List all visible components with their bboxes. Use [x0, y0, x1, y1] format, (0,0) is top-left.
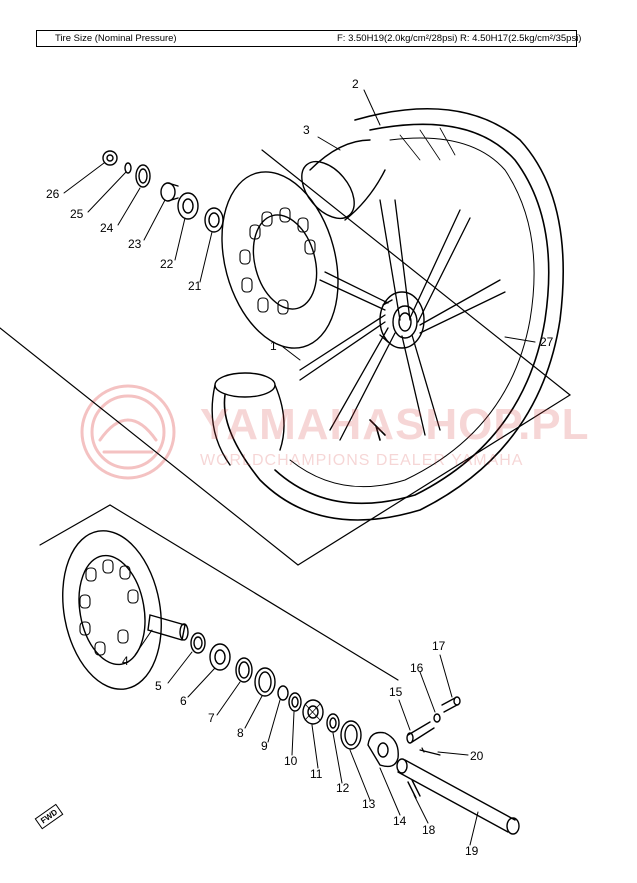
- part-6: [209, 643, 231, 671]
- brake-disc-plane-outline: [39, 504, 399, 681]
- part-label-2: 2: [352, 77, 359, 91]
- part-label-24: 24: [100, 221, 114, 235]
- part-11: [302, 699, 324, 725]
- wheel-plane-outline: [0, 149, 572, 566]
- bearing-21: [204, 207, 224, 233]
- washer-25: [124, 162, 132, 174]
- tire-cross-section-lower: [211, 372, 285, 466]
- spacer-23: [160, 182, 179, 202]
- tire-cross-section-upper: [301, 139, 386, 221]
- axle-19: [396, 758, 520, 835]
- part-label-27: 27: [540, 335, 554, 349]
- part-7: [235, 657, 253, 683]
- part-label-26: 26: [46, 187, 60, 201]
- brake-disc-lower: [62, 530, 162, 690]
- part-20: [419, 747, 441, 756]
- oil-seal-22: [177, 192, 199, 220]
- leader-lines: [63, 89, 536, 846]
- watermark-text: YAMAHASHOP.PL: [200, 400, 590, 449]
- part-label-1: 1: [270, 339, 277, 353]
- part-label-7: 7: [208, 711, 215, 725]
- tire-size-value: F: 3.50H19(2.0kg/cm²/28psi) R: 4.50H17(2…: [337, 33, 582, 44]
- part-17: [441, 696, 461, 713]
- part-label-12: 12: [336, 781, 350, 795]
- watermark-logo-icon: [80, 384, 176, 480]
- collar-4: [147, 614, 189, 641]
- small-parts: [406, 696, 461, 799]
- part-label-10: 10: [284, 754, 298, 768]
- part-label-19: 19: [465, 844, 479, 858]
- part-label-6: 6: [180, 694, 187, 708]
- wheel-hub: [379, 291, 425, 349]
- part-label-5: 5: [155, 679, 162, 693]
- tire-size-label: Tire Size (Nominal Pressure): [55, 33, 177, 44]
- part-label-17: 17: [432, 639, 446, 653]
- watermark-subtext: WORLDCHAMPIONS DEALER YAMAHA: [200, 452, 524, 469]
- wheel-spokes: [299, 199, 506, 441]
- part-label-25: 25: [70, 207, 84, 221]
- part-9: [277, 685, 289, 701]
- brake-disc-upper: [221, 171, 339, 349]
- part-13: [340, 720, 362, 750]
- valve-stem: [369, 419, 386, 441]
- part-12: [326, 713, 340, 733]
- tire-size-header: Tire Size (Nominal Pressure) F: 3.50H19(…: [36, 30, 581, 47]
- part-label-11: 11: [310, 767, 323, 781]
- part-label-4: 4: [122, 654, 129, 668]
- part-16: [433, 713, 441, 723]
- part-label-23: 23: [128, 237, 142, 251]
- lower-hub-parts: [190, 632, 399, 768]
- part-label-8: 8: [237, 726, 244, 740]
- gear-24: [135, 164, 151, 188]
- part-14: [367, 731, 399, 768]
- part-label-18: 18: [422, 823, 436, 837]
- tire: [223, 107, 564, 521]
- part-label-15: 15: [389, 685, 403, 699]
- part-5: [190, 632, 206, 654]
- part-15: [406, 721, 435, 744]
- part-label-21: 21: [188, 279, 202, 293]
- part-label-13: 13: [362, 797, 376, 811]
- part-label-14: 14: [393, 814, 407, 828]
- nut-26: [102, 150, 118, 166]
- part-label-16: 16: [410, 661, 424, 675]
- part-label-3: 3: [303, 123, 310, 137]
- upper-hub-parts: [102, 150, 224, 233]
- part-label-20: 20: [470, 749, 484, 763]
- part-10: [288, 692, 302, 712]
- part-8: [254, 667, 276, 697]
- part-label-22: 22: [160, 257, 174, 271]
- part-label-9: 9: [261, 739, 268, 753]
